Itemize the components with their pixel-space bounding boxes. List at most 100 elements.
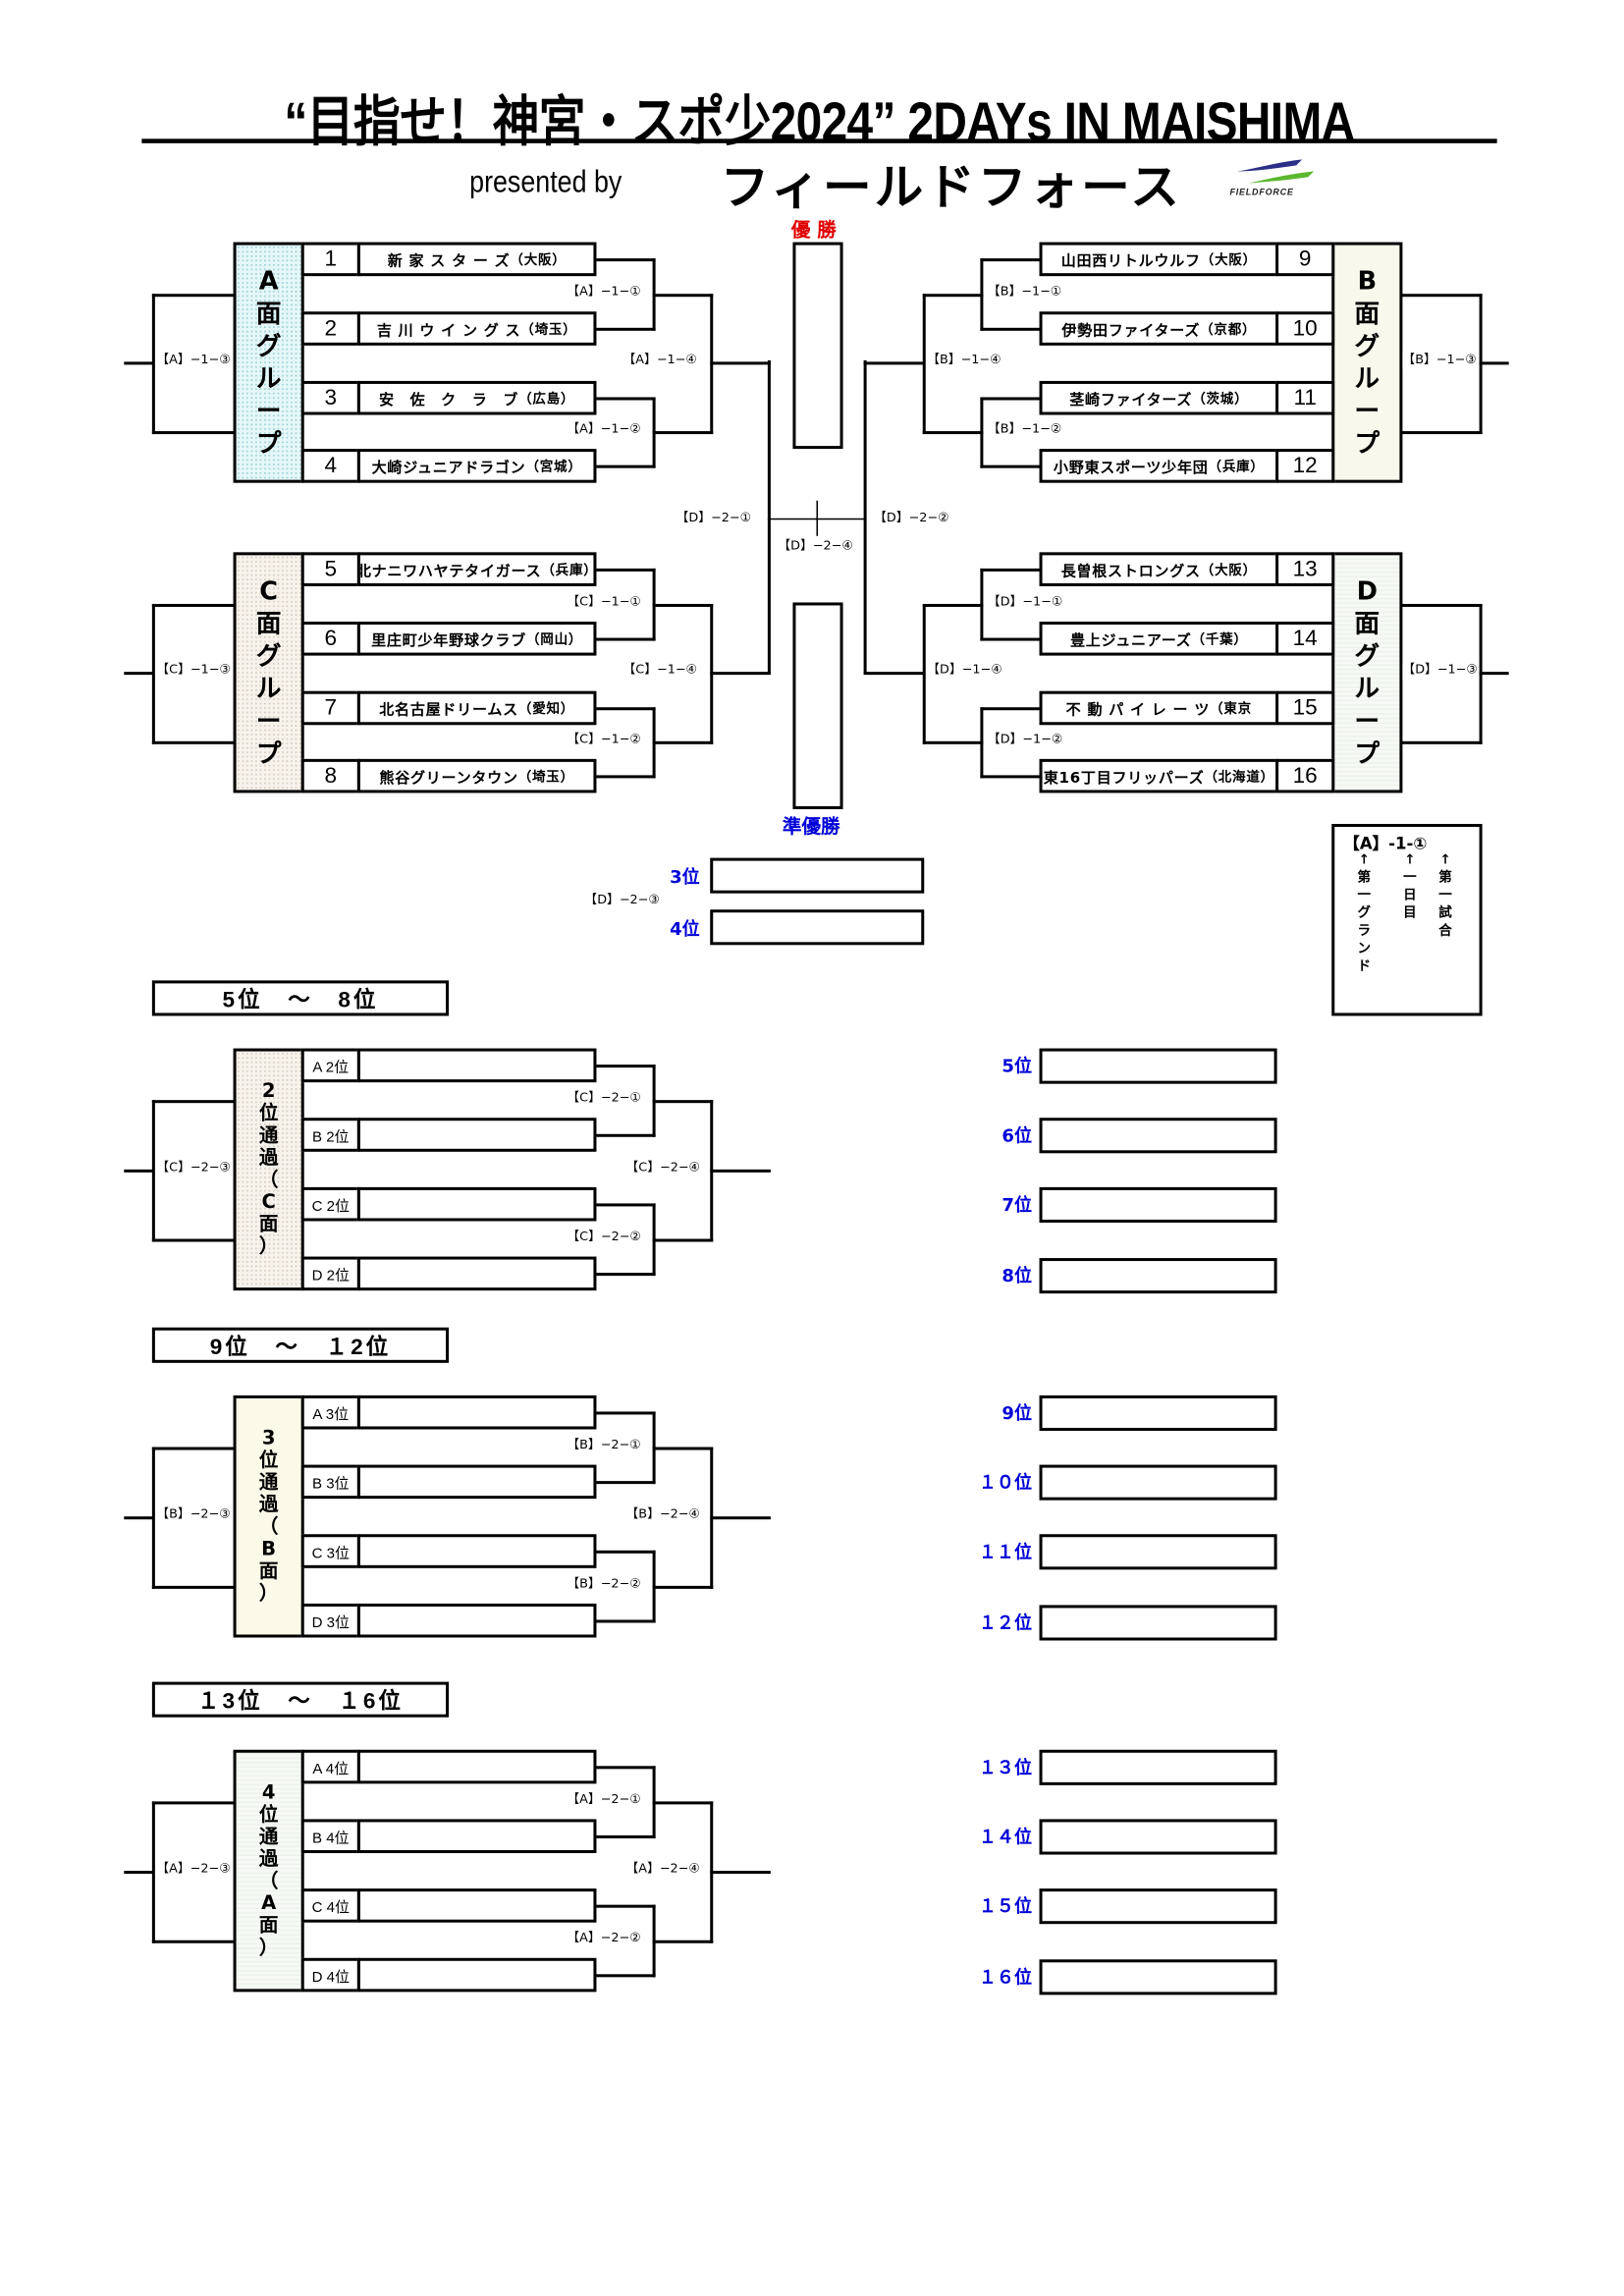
- champion-slot[interactable]: [792, 242, 843, 450]
- team-number: 8: [300, 758, 360, 793]
- connector: [980, 465, 1042, 468]
- connector: [863, 361, 925, 365]
- rank-result-slot[interactable]: [1039, 1464, 1277, 1501]
- match-code: 【B】−1−①: [987, 284, 1062, 301]
- placement-label-char: （: [258, 1169, 279, 1192]
- team-name-cell[interactable]: 不 動 パ イ レ ー ツ（東京: [1039, 690, 1279, 726]
- team-name-cell[interactable]: 里庄町少年野球クラブ（岡山）: [356, 622, 597, 656]
- connector: [710, 361, 771, 365]
- connector: [710, 1515, 771, 1519]
- group-label-char: ル: [255, 363, 282, 394]
- fourth-place-slot[interactable]: [710, 909, 925, 946]
- legend-char: 合: [1438, 924, 1452, 940]
- seed-label: D 3位: [300, 1603, 360, 1638]
- team-number: 12: [1275, 449, 1335, 483]
- match-code: 【B】−2−④: [625, 1506, 700, 1523]
- seed-team-slot[interactable]: [356, 1256, 597, 1291]
- team-name-cell[interactable]: 小野東スポーツ少年団（兵庫）: [1039, 449, 1279, 483]
- rank-result-slot[interactable]: [1039, 1394, 1277, 1431]
- seed-team-slot[interactable]: [356, 1534, 597, 1568]
- rank-result-slot[interactable]: [1039, 1959, 1277, 1995]
- rank-result-slot[interactable]: [1039, 1048, 1277, 1084]
- legend-char: グ: [1357, 906, 1372, 922]
- team-number: 2: [300, 311, 360, 346]
- team-name-cell[interactable]: 伊勢田ファイターズ（京都）: [1039, 311, 1279, 346]
- rank-result-slot[interactable]: [1039, 1819, 1277, 1855]
- connector: [151, 1585, 236, 1589]
- team-name-cell[interactable]: 北ナニワハヤテタイガース（兵庫）: [356, 552, 597, 586]
- seed-team-slot[interactable]: [356, 1186, 597, 1222]
- seed-label: B 3位: [300, 1464, 360, 1500]
- placement-label-char: B: [261, 1538, 277, 1561]
- match-code-semi-left: 【D】−2−①: [676, 511, 752, 527]
- team-name-cell[interactable]: 北名古屋ドリームス（愛知）: [356, 690, 597, 726]
- group-label-char: 面: [1354, 609, 1380, 639]
- team-name-cell[interactable]: 安 佐 ク ラ ブ（広島）: [356, 380, 597, 415]
- seed-team-slot[interactable]: [356, 1048, 597, 1083]
- rank-result-slot[interactable]: [1039, 1605, 1277, 1641]
- rank-result-slot[interactable]: [1039, 1186, 1277, 1223]
- third-place-slot[interactable]: [710, 857, 925, 894]
- match-code: 【A】−2−②: [567, 1930, 641, 1947]
- seed-team-slot[interactable]: [356, 1394, 597, 1430]
- placement-label-char: （: [258, 1516, 279, 1539]
- rank-result-slot[interactable]: [1039, 1534, 1277, 1570]
- team-number: 7: [300, 690, 360, 726]
- connector: [151, 1939, 236, 1942]
- seed-label: C 3位: [300, 1534, 360, 1568]
- rank-result-slot[interactable]: [1039, 1118, 1277, 1154]
- placement-label-char: 通: [258, 1124, 279, 1148]
- team-prefecture: （埼玉）: [520, 323, 577, 339]
- placement-section-title: １3位 ～ １6位: [151, 1681, 450, 1718]
- placement-label-char: 面: [258, 1915, 279, 1938]
- seed-team-slot[interactable]: [356, 1819, 597, 1854]
- rank-label: 8位: [1001, 1265, 1033, 1286]
- team-name-cell[interactable]: 新 家 ス タ ー ズ（大阪）: [356, 242, 597, 277]
- connector: [596, 1273, 656, 1277]
- seed-team-slot[interactable]: [356, 1888, 597, 1923]
- team-name-cell[interactable]: 長曽根ストロングス（大阪）: [1039, 552, 1279, 586]
- runner-up-slot[interactable]: [792, 602, 843, 809]
- seed-team-slot[interactable]: [356, 1749, 597, 1784]
- seed-team-slot[interactable]: [356, 1464, 597, 1500]
- placement-label-char: 過: [258, 1494, 279, 1517]
- group-label-char: ル: [1354, 674, 1380, 704]
- team-name-cell[interactable]: 熊谷グリーンタウン（埼玉）: [356, 758, 597, 793]
- team-name: 北ナニワハヤテタイガース: [356, 564, 542, 580]
- rank-result-slot[interactable]: [1039, 1749, 1277, 1785]
- connector: [596, 568, 656, 572]
- connector: [652, 1237, 714, 1241]
- connector: [652, 1939, 714, 1942]
- team-name-cell[interactable]: 豊上ジュニアーズ（千葉）: [1039, 622, 1279, 656]
- team-name-cell[interactable]: 東16丁目フリッパーズ（北海道）: [1039, 758, 1279, 793]
- rank-result-slot[interactable]: [1039, 1258, 1277, 1294]
- team-name-cell[interactable]: 茎崎ファイターズ（茨城）: [1039, 380, 1279, 415]
- team-name-cell[interactable]: 大崎ジュニアドラゴン（宮城）: [356, 449, 597, 483]
- match-code: 【A】−1−③: [156, 353, 231, 370]
- match-code: 【A】−1−④: [623, 353, 697, 370]
- seed-team-slot[interactable]: [356, 1957, 597, 1993]
- team-name-cell[interactable]: 山田西リトルウルフ（大阪）: [1039, 242, 1279, 277]
- team-name-cell[interactable]: 吉 川 ウ イ ン グ ス（埼玉）: [356, 311, 597, 346]
- team-name: 東16丁目フリッパーズ: [1043, 770, 1205, 788]
- connector: [922, 293, 984, 297]
- team-prefecture: （大阪）: [1200, 564, 1257, 579]
- match-code: 【C】−1−①: [567, 594, 641, 611]
- rank-result-slot[interactable]: [1039, 1888, 1277, 1925]
- match-code-final: 【D】−2−④: [778, 538, 853, 556]
- team-prefecture: （宮城）: [525, 461, 582, 476]
- team-name: 安 佐 ク ラ ブ: [379, 392, 519, 410]
- legend-code: 【A】-1-①: [1343, 834, 1428, 854]
- connector: [596, 1619, 656, 1623]
- seed-team-slot[interactable]: [356, 1118, 597, 1152]
- team-name: 大崎ジュニアドラゴン: [371, 461, 526, 477]
- match-code: 【A】−1−②: [567, 422, 641, 439]
- connector: [596, 707, 656, 711]
- seed-team-slot[interactable]: [356, 1603, 597, 1638]
- connector: [124, 672, 154, 676]
- connector: [151, 1800, 155, 1942]
- legend-char: ン: [1357, 942, 1372, 957]
- group-label-char: グ: [1354, 331, 1380, 361]
